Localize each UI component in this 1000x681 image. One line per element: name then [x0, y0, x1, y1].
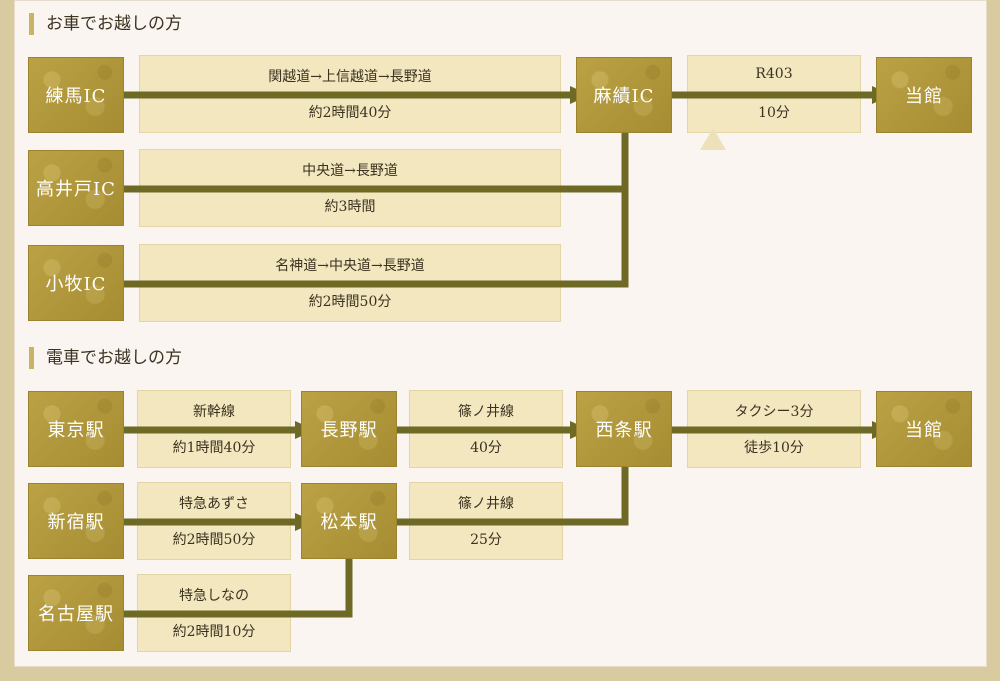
route-time: 約2時間50分: [308, 294, 392, 310]
route-name: 篠ノ井線: [458, 496, 514, 512]
route-time: 約2時間50分: [172, 532, 256, 548]
node-nerima-ic: 練馬IC: [28, 57, 124, 133]
route-name: 特急しなの: [179, 588, 249, 604]
line-komaki: [118, 126, 629, 288]
node-matsumoto-station: 松本駅: [301, 483, 397, 559]
node-nagoya-station: 名古屋駅: [28, 575, 124, 651]
line-matsumoto-to-saijo: [392, 460, 629, 526]
route-name: 特急あずさ: [179, 496, 249, 512]
route-time: 25分: [470, 532, 502, 548]
car-section-title: お車でお越しの方: [29, 13, 182, 35]
route-name: 篠ノ井線: [458, 404, 514, 420]
node-shinjuku-station: 新宿駅: [28, 483, 124, 559]
route-name: 名神道→中央道→長野道: [275, 258, 425, 274]
node-takaido-ic: 高井戸IC: [28, 150, 124, 226]
train-section-title: 電車でお越しの方: [29, 347, 182, 369]
line-nagoya-to-matsumoto: [118, 556, 353, 618]
route-time: 約2時間10分: [172, 624, 256, 640]
route-time: 約1時間40分: [172, 440, 256, 456]
node-komaki-ic: 小牧IC: [28, 245, 124, 321]
route-time: 約3時間: [324, 199, 376, 215]
route-time: 10分: [758, 105, 790, 121]
node-nagano-station: 長野駅: [301, 391, 397, 467]
node-tokyo-station: 東京駅: [28, 391, 124, 467]
route-name: R403: [755, 66, 793, 82]
route-name: 新幹線: [193, 404, 235, 420]
route-name: 中央道→長野道: [302, 163, 398, 179]
callout-tail: [700, 128, 726, 150]
node-destination-car: 当館: [876, 57, 972, 133]
route-name: 関越道→上信越道→長野道: [268, 69, 432, 85]
route-time: 40分: [470, 440, 502, 456]
node-saijo-station: 西条駅: [576, 391, 672, 467]
route-name: タクシー3分: [734, 404, 814, 420]
route-time: 約2時間40分: [308, 105, 392, 121]
route-time: 徒歩10分: [744, 440, 804, 456]
node-destination-train: 当館: [876, 391, 972, 467]
node-omi-ic: 麻績IC: [576, 57, 672, 133]
